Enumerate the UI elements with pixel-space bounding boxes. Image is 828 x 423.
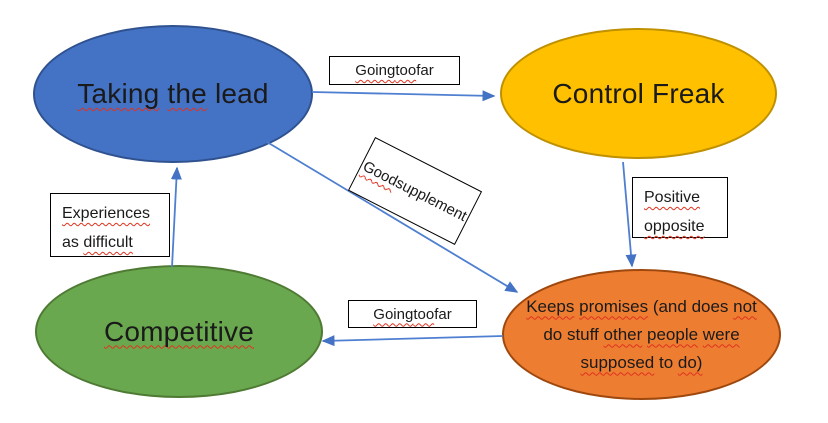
- arrow-keeps-promises-to-competitive: [321, 335, 504, 347]
- node-control-freak: Control Freak: [500, 28, 777, 159]
- node-competitive-label: Competitive: [103, 315, 255, 347]
- arrow-competitive-to-taking-the-lead: [170, 166, 182, 268]
- node-competitive: Competitive: [35, 265, 323, 398]
- edge-label-going-too-far-bottom: Going too far: [348, 300, 477, 328]
- node-taking-the-lead: Taking the lead: [33, 25, 313, 163]
- arrow-control-freak-to-keeps-promises: [622, 161, 637, 268]
- node-control-freak-label: Control Freak: [552, 77, 725, 109]
- edge-label-going-too-far-top: Going too far: [329, 56, 460, 85]
- arrow-taking-the-lead-to-control-freak: [311, 90, 496, 102]
- node-taking-the-lead-label: Taking the lead: [77, 78, 269, 109]
